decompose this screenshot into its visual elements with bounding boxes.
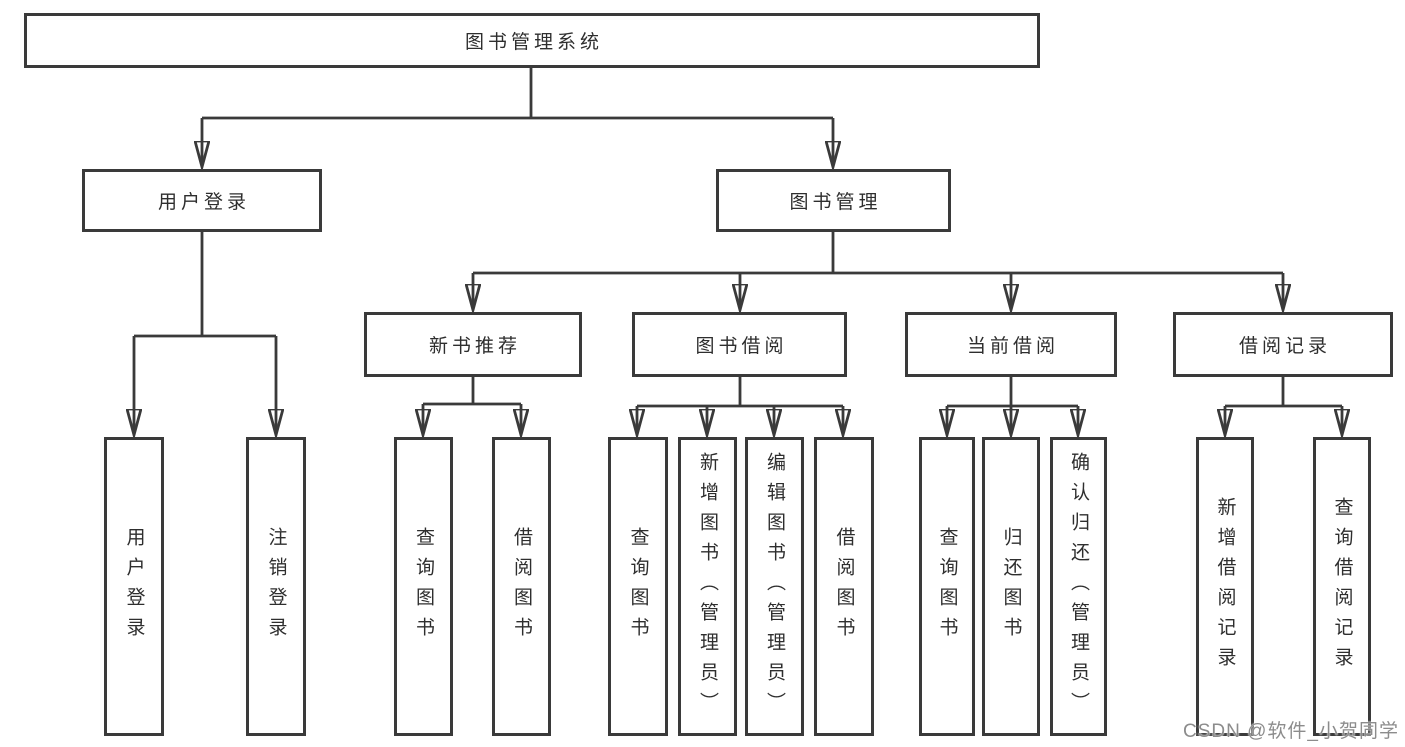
node-root: 图书管理系统 [24, 13, 1040, 68]
connector-current-borrow-children [947, 377, 1078, 435]
connector-book-borrow-children [637, 377, 843, 435]
node-logout: 注销登录 [246, 437, 306, 736]
node-newbook-query-book: 查询图书 [394, 437, 453, 736]
node-borrow-records: 借阅记录 [1173, 312, 1393, 377]
node-currentborrow-query-book: 查询图书 [919, 437, 975, 736]
node-bookborrow-add-book-admin: 新增图书（管理员） [678, 437, 737, 736]
connector-root-to-level2 [202, 68, 833, 167]
node-login: 用户登录 [104, 437, 164, 736]
node-currentborrow-return-book: 归还图书 [982, 437, 1040, 736]
node-book-borrow: 图书借阅 [632, 312, 847, 377]
connector-user-login-children [134, 232, 276, 435]
node-bookborrow-borrow-book: 借阅图书 [814, 437, 874, 736]
node-new-book-recommend: 新书推荐 [364, 312, 582, 377]
node-bookborrow-query-book: 查询图书 [608, 437, 668, 736]
node-records-add-record: 新增借阅记录 [1196, 437, 1254, 736]
node-current-borrow: 当前借阅 [905, 312, 1117, 377]
node-records-query-record: 查询借阅记录 [1313, 437, 1371, 736]
node-user-login: 用户登录 [82, 169, 322, 232]
node-newbook-borrow-book: 借阅图书 [492, 437, 551, 736]
connector-book-management-children [473, 232, 1283, 310]
node-book-management: 图书管理 [716, 169, 951, 232]
connector-borrow-records-children [1225, 377, 1342, 435]
watermark: CSDN @软件_小贺同学 [1183, 721, 1399, 742]
connector-new-book-children [423, 377, 521, 435]
node-currentborrow-confirm-return-admin: 确认归还（管理员） [1050, 437, 1107, 736]
node-bookborrow-edit-book-admin: 编辑图书（管理员） [745, 437, 804, 736]
